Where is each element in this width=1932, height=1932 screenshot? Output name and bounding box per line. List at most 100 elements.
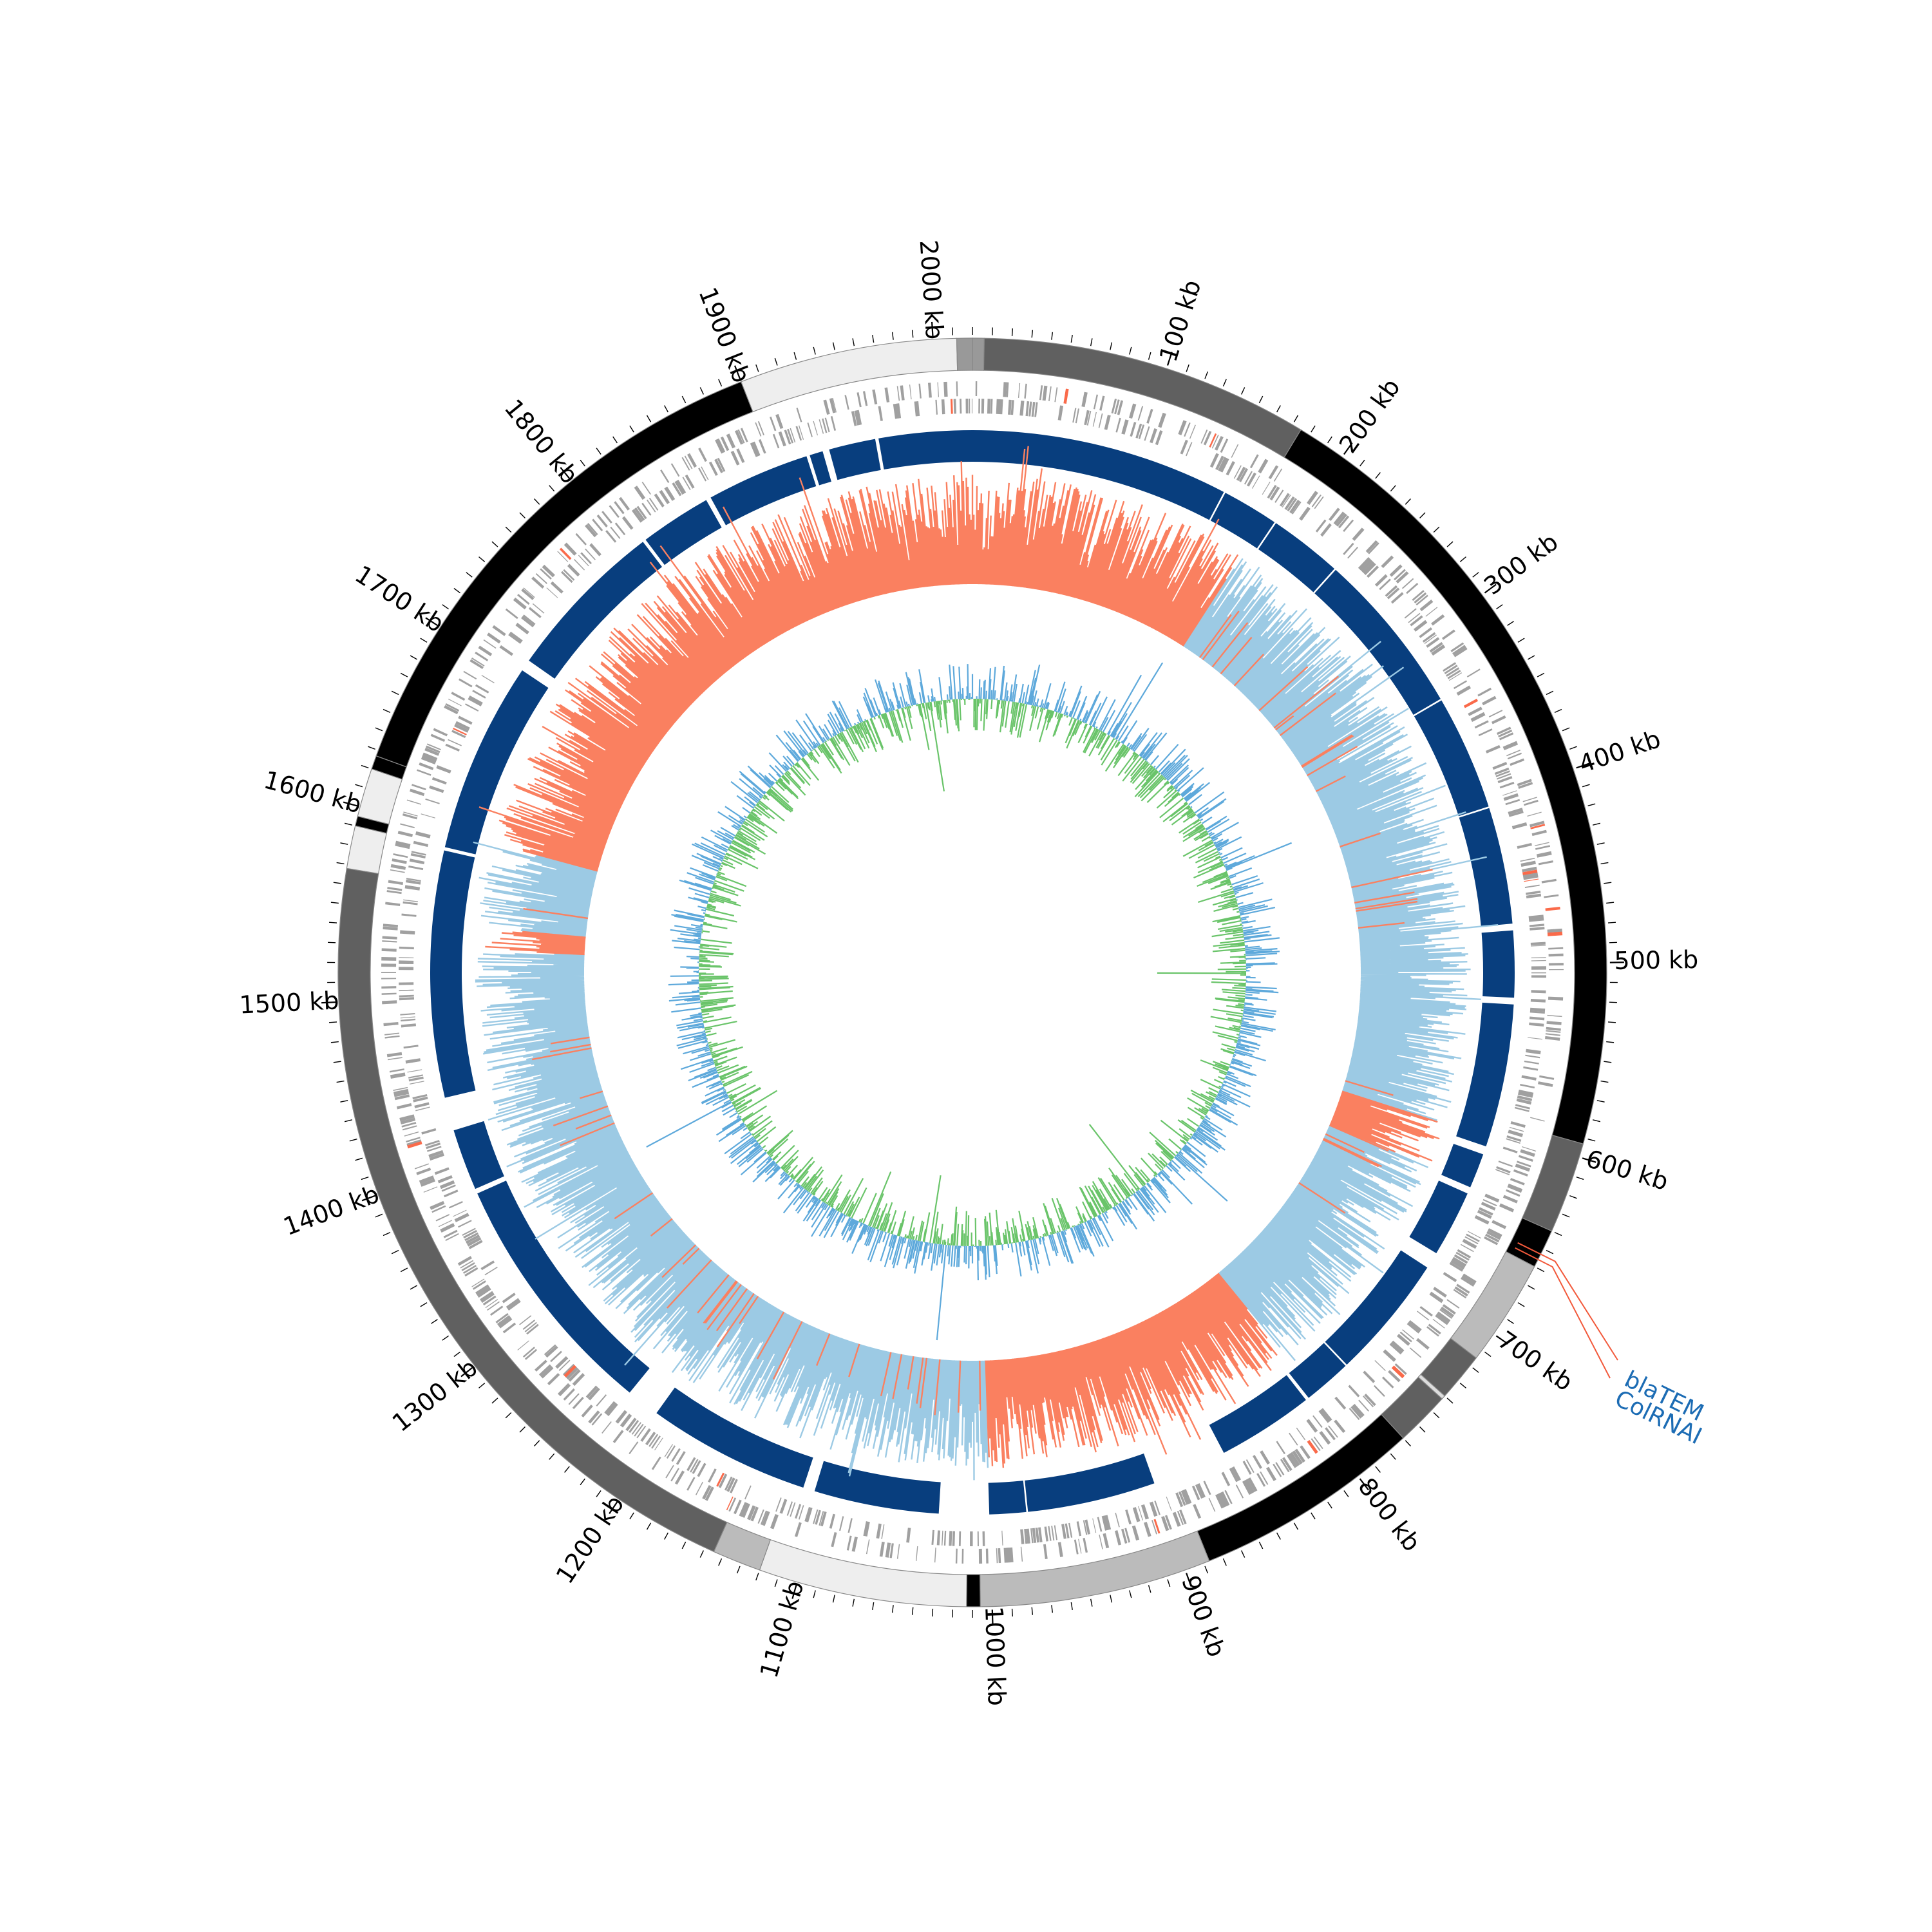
gene-feature (1195, 1484, 1203, 1499)
gene-feature (1099, 395, 1105, 411)
gene-feature (716, 1472, 725, 1487)
gene-feature (1104, 415, 1111, 430)
gene-feature (1104, 1515, 1112, 1530)
gene-feature (1279, 493, 1290, 507)
gene-feature (568, 1393, 580, 1405)
tick-label: 2000 kb (914, 239, 949, 340)
minor-tick (1375, 1466, 1381, 1473)
gene-feature (423, 1186, 438, 1193)
gene-feature (1544, 894, 1559, 898)
gene-feature (1132, 1525, 1140, 1541)
similarity-block (1481, 930, 1515, 998)
gene-feature (1146, 408, 1153, 424)
minor-tick (813, 346, 816, 355)
gene-feature (1522, 873, 1539, 879)
gene-feature (1468, 706, 1482, 716)
gene-feature (736, 448, 745, 463)
minor-tick (774, 357, 778, 366)
minor-tick (519, 1426, 526, 1433)
gene-feature (950, 399, 953, 414)
gene-feature (1024, 383, 1027, 399)
gene-feature (1115, 417, 1121, 433)
gene-feature (1236, 466, 1246, 481)
minor-tick (718, 1558, 723, 1566)
gene-feature (1462, 1273, 1477, 1285)
gene-feature (1530, 999, 1546, 1003)
gene-feature (1516, 1098, 1532, 1105)
gene-feature (1507, 1183, 1523, 1193)
gene-feature (1496, 1166, 1511, 1173)
gene-feature (547, 1372, 560, 1385)
gene-feature (813, 421, 819, 436)
gene-feature (1274, 489, 1284, 503)
minor-tick (1293, 1522, 1299, 1530)
gene-feature (1530, 1117, 1545, 1122)
gene-feature (1006, 382, 1009, 397)
gene-feature (1178, 420, 1187, 435)
gene-feature (1498, 1160, 1513, 1168)
gene-feature (502, 1293, 516, 1303)
gene-feature (1505, 799, 1520, 806)
gene-feature (1034, 402, 1038, 417)
gene-feature (1352, 1403, 1365, 1417)
minor-tick (1433, 526, 1440, 533)
similarity-block (1441, 1144, 1484, 1188)
gene-feature (640, 1428, 651, 1442)
gene-feature (421, 1128, 437, 1135)
gene-feature (448, 698, 462, 706)
gene-feature (1299, 506, 1311, 521)
minor-tick (328, 1021, 337, 1023)
gene-feature (453, 728, 467, 735)
minor-tick (549, 1453, 555, 1460)
gene-feature (1349, 1408, 1360, 1421)
minor-tick (832, 342, 835, 350)
gene-feature (1482, 1198, 1497, 1207)
gene-feature (1306, 1419, 1318, 1433)
gene-feature (1474, 720, 1489, 729)
gene-feature (975, 381, 978, 397)
gene-feature (778, 431, 786, 447)
gene-feature (471, 657, 485, 667)
gene-feature (760, 1510, 768, 1525)
gene-feature (982, 1531, 985, 1546)
gene-feature (382, 936, 397, 940)
similarity-ring (430, 430, 1515, 1515)
gene-feature (487, 1301, 500, 1311)
gene-feature (1158, 412, 1166, 428)
gene-feature (393, 1086, 408, 1092)
minor-tick (1517, 638, 1525, 643)
gene-feature (851, 1537, 858, 1552)
gene-feature (941, 399, 945, 415)
similarity-block (1289, 1343, 1346, 1398)
gene-feature (1030, 1528, 1034, 1544)
gene-feature (1031, 401, 1036, 417)
gene-feature (438, 1220, 453, 1227)
gene-feature (1511, 822, 1528, 829)
gene-feature (1401, 578, 1414, 589)
gene-feature (1514, 1106, 1530, 1112)
gene-feature (526, 1323, 539, 1335)
gene-feature (900, 385, 905, 401)
gene-feature (1092, 1518, 1097, 1533)
gene-feature (469, 659, 484, 669)
minor-tick (1011, 328, 1013, 336)
gene-feature (1530, 942, 1546, 945)
gene-feature (1074, 1539, 1079, 1555)
gene-feature (927, 383, 932, 398)
gene-feature (1280, 1459, 1290, 1473)
gene-feature (772, 433, 780, 449)
minor-tick (333, 1061, 341, 1063)
minor-tick (534, 1440, 540, 1447)
gene-feature (881, 1524, 885, 1539)
gene-feature (960, 399, 962, 414)
gene-feature (866, 1539, 870, 1555)
gene-feature (726, 433, 735, 449)
gene-feature (484, 1266, 498, 1276)
minor-tick (1604, 882, 1612, 884)
gene-feature (585, 524, 597, 538)
gene-feature (480, 1291, 493, 1301)
minor-tick (1554, 1231, 1562, 1236)
gene-feature (1184, 422, 1191, 437)
gene-feature (1153, 1519, 1160, 1534)
gene-feature (444, 1189, 459, 1198)
